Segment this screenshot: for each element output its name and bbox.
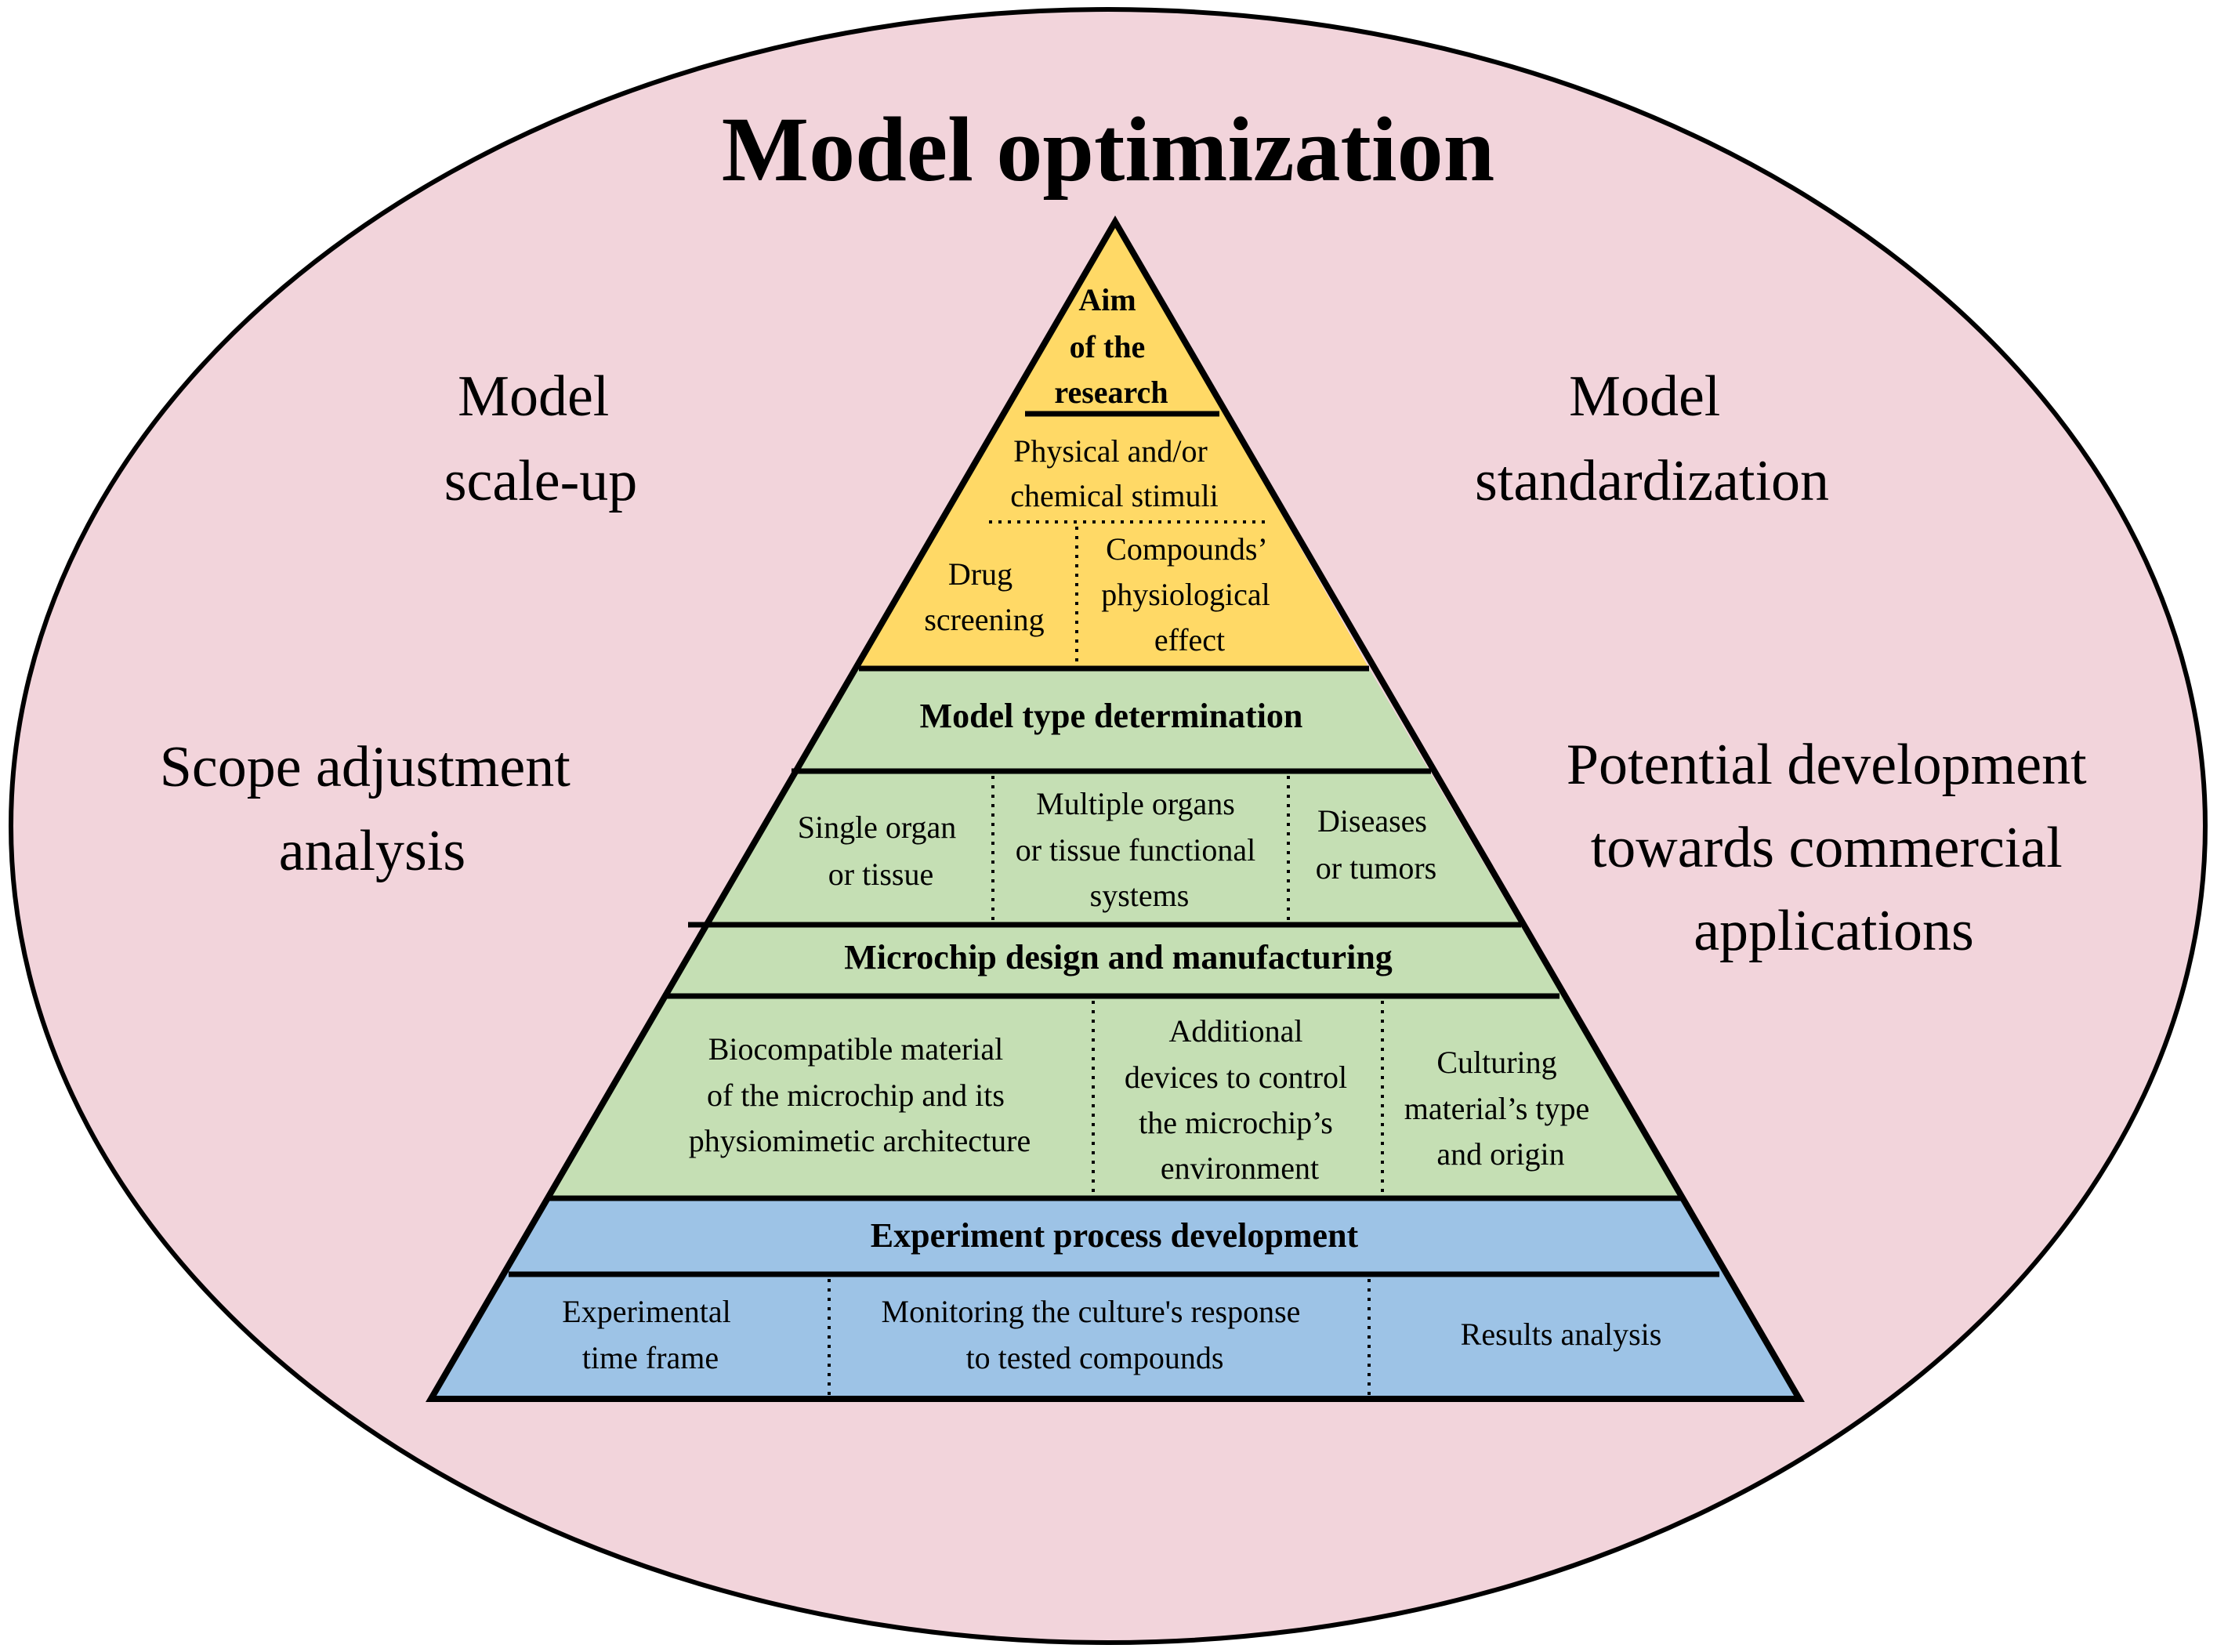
header-model-type-determination: Model type determination [920,697,1303,735]
cell-culturing-material: Culturing material’s type and origin [1404,1045,1598,1172]
cell-biocompatible-material: Biocompatible material of the microchip … [689,1031,1031,1158]
cell-drug-screening: Drug screening [924,556,1044,637]
cell-multiple-organs: Multiple organs or tissue functional sys… [1016,786,1264,913]
apex-aim-of-research: Aim of the research [1054,282,1168,410]
cell-single-organ: Single organ or tissue [798,810,965,892]
label-model-standardization: Model standardization [1475,364,1829,513]
cell-additional-devices: Additional devices to control the microc… [1125,1013,1355,1186]
label-commercial-development: Potential development towards commercial… [1567,733,2101,963]
cell-results-analysis: Results analysis [1461,1317,1662,1352]
cell-diseases-tumors: Diseases or tumors [1316,803,1436,886]
cell-monitoring-response: Monitoring the culture's response to tes… [882,1294,1309,1375]
header-experiment-process: Experiment process development [871,1216,1359,1255]
blue-band [431,1198,1799,1399]
label-scope-adjustment: Scope adjustment analysis [160,735,585,883]
green-band [547,668,1681,1198]
label-model-scale-up: Model scale-up [444,364,638,513]
cell-experimental-time-frame: Experimental time frame [562,1294,738,1375]
tier-separators [509,411,1719,1277]
cell-physical-chemical-stimuli: Physical and/or chemical stimuli [1010,433,1219,513]
pyramid-outline [426,216,1805,1402]
diagram-title: Model optimization [722,98,1495,201]
dotted-dividers [828,520,1384,1395]
yellow-band [859,222,1369,668]
cell-compounds-effect: Compounds’ physiological effect [1101,531,1278,658]
header-microchip-design: Microchip design and manufacturing [844,938,1393,976]
